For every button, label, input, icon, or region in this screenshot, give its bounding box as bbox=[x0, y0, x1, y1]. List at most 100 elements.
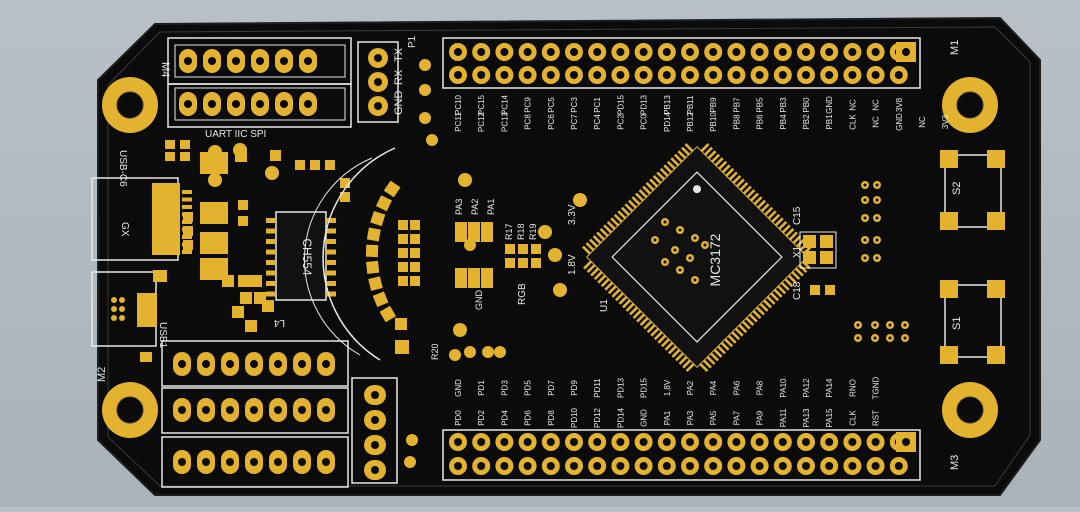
arc-pad bbox=[366, 260, 380, 274]
top-header-hole bbox=[454, 71, 462, 79]
smd-pad bbox=[238, 275, 250, 287]
test-pad bbox=[453, 323, 467, 337]
ch554-pin bbox=[326, 239, 336, 244]
top-header-hole bbox=[477, 71, 486, 79]
p2-hole bbox=[371, 441, 379, 449]
header-label: PD11 bbox=[593, 378, 602, 398]
header-label: PC15 bbox=[477, 94, 486, 115]
header-label: PA2 bbox=[686, 380, 695, 395]
smd-pad bbox=[410, 276, 420, 286]
header6-hole bbox=[322, 406, 330, 414]
bottom-header-hole bbox=[709, 438, 718, 446]
header-label: PC8 bbox=[524, 114, 533, 130]
header4-hole bbox=[256, 57, 264, 65]
top-header-hole bbox=[546, 71, 555, 79]
label-3v3: 3.3V bbox=[567, 204, 578, 225]
usb-c-connector bbox=[91, 177, 192, 261]
arc-pad bbox=[375, 195, 392, 212]
test-pad bbox=[426, 134, 438, 146]
p2-hole bbox=[371, 466, 379, 474]
smd-pad bbox=[481, 268, 493, 288]
via-hole bbox=[703, 243, 707, 247]
mcu-pin bbox=[742, 185, 752, 195]
smd-pad bbox=[398, 220, 408, 230]
mcu-pin bbox=[604, 281, 614, 291]
mcu-pin bbox=[778, 220, 788, 230]
mcu-pin bbox=[773, 288, 783, 298]
mcu-chip-label: MC3172 bbox=[707, 233, 723, 286]
mcu-pin bbox=[614, 292, 624, 302]
test-pad bbox=[419, 84, 431, 96]
bottom-header-hole bbox=[755, 462, 764, 470]
bottom-header-hole bbox=[616, 438, 625, 446]
mcu-pin bbox=[741, 320, 751, 330]
top-header-hole bbox=[616, 71, 625, 79]
mcu-pin bbox=[757, 199, 767, 209]
ch554-pin bbox=[266, 281, 276, 286]
mcu-pin bbox=[675, 352, 684, 362]
mcu-pin bbox=[707, 150, 717, 160]
test-pad bbox=[265, 166, 279, 180]
header-label: PA11 bbox=[779, 408, 788, 427]
label-tx: TX bbox=[393, 47, 405, 62]
header-label: PD0 bbox=[454, 410, 463, 426]
smd-pad bbox=[395, 340, 409, 354]
mcu-pin bbox=[746, 189, 756, 199]
label-m4: M4 bbox=[159, 62, 171, 77]
header4-hole bbox=[208, 57, 216, 65]
mcu-pin bbox=[738, 324, 748, 334]
label-c15: C15 bbox=[792, 206, 803, 225]
label-l4: L4 bbox=[273, 317, 285, 328]
mcu-pin bbox=[622, 299, 631, 309]
header7-hole bbox=[298, 458, 306, 466]
header5-hole bbox=[250, 360, 258, 368]
header-label: PB12 bbox=[686, 112, 695, 132]
via-hole bbox=[863, 183, 867, 187]
mcu-pin bbox=[717, 345, 726, 355]
header-label: PB6 bbox=[756, 114, 765, 130]
header-label: PB2 bbox=[802, 114, 811, 130]
header-label: PD5 bbox=[524, 380, 533, 396]
header-label: PD3 bbox=[500, 380, 509, 396]
smd-pad bbox=[340, 178, 350, 188]
usb-finger bbox=[182, 235, 192, 239]
smd-pad bbox=[165, 152, 175, 161]
top-header-hole bbox=[686, 71, 694, 79]
header7-hole bbox=[202, 458, 210, 466]
header-label: PC12 bbox=[477, 111, 486, 132]
top-header-hole bbox=[825, 48, 834, 56]
mcu-pin bbox=[766, 295, 776, 305]
label-s2: S2 bbox=[951, 182, 963, 195]
bottom-header-hole bbox=[500, 462, 509, 470]
via-hole bbox=[873, 323, 877, 327]
header-label: PA1 bbox=[663, 410, 672, 425]
top-header-hole bbox=[570, 48, 578, 56]
smd-pad bbox=[200, 202, 228, 224]
ch554-pin bbox=[266, 291, 276, 297]
mcu-pin bbox=[700, 143, 710, 153]
usb1-pad bbox=[119, 315, 125, 321]
mcu-pin bbox=[664, 341, 674, 351]
header-label: PC4 bbox=[593, 114, 602, 130]
ch554-pin bbox=[326, 281, 336, 286]
header-label: PA10 bbox=[779, 378, 788, 398]
top-header-hole bbox=[616, 48, 625, 56]
mcu-chip bbox=[582, 143, 812, 372]
header-label: PA12 bbox=[802, 378, 811, 398]
label-usb-c: USB-C6 bbox=[117, 150, 128, 187]
mcu-pin bbox=[632, 310, 642, 319]
mcu-pin bbox=[720, 341, 730, 351]
smd-pad bbox=[165, 140, 175, 149]
mcu-pin bbox=[684, 143, 694, 153]
mcu-pin bbox=[585, 242, 595, 252]
header-label: PB1 bbox=[825, 114, 834, 130]
bottom-header-hole bbox=[871, 438, 880, 446]
via-hole bbox=[688, 256, 692, 260]
pcb-board bbox=[97, 16, 1041, 496]
button-s2 bbox=[940, 150, 1005, 230]
mounting-hole bbox=[956, 91, 984, 119]
usb1-pad bbox=[111, 315, 117, 321]
via-hole bbox=[693, 278, 697, 282]
header-label: PD14 bbox=[663, 111, 672, 132]
